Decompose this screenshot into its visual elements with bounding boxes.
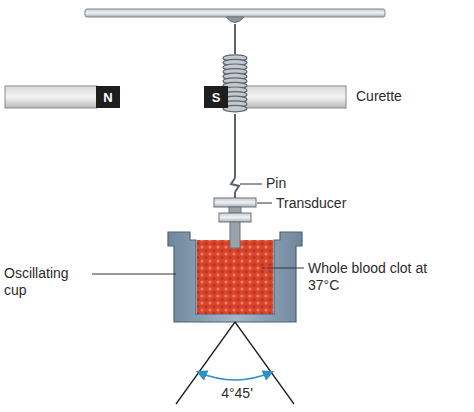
pin-symbol bbox=[231, 178, 239, 192]
support-bar bbox=[85, 9, 385, 17]
part-label: Pin bbox=[266, 175, 326, 192]
part-label: Whole blood clot at 37°C bbox=[308, 260, 438, 294]
leader-line bbox=[257, 203, 272, 204]
magnet-pole: N bbox=[96, 86, 120, 108]
angle-arc bbox=[198, 372, 272, 380]
shaft bbox=[234, 114, 236, 178]
pole-letter: N bbox=[103, 90, 112, 105]
leader-line bbox=[262, 268, 304, 269]
leader-line bbox=[240, 184, 262, 185]
transducer-block bbox=[219, 213, 251, 222]
pole-letter: S bbox=[212, 90, 221, 105]
piston bbox=[230, 222, 240, 248]
blood-clot bbox=[197, 240, 273, 314]
transducer-stem bbox=[229, 207, 241, 213]
part-label: Transducer bbox=[276, 195, 396, 212]
torsion-wire bbox=[234, 24, 236, 54]
transducer-block bbox=[214, 198, 256, 207]
angle-label: 4°45' bbox=[212, 385, 262, 402]
magnet-pole: S bbox=[204, 86, 228, 108]
part-label: Curette bbox=[356, 88, 466, 105]
leader-line bbox=[92, 274, 176, 275]
shaft bbox=[234, 192, 236, 198]
magnet-bar bbox=[5, 86, 97, 108]
part-label: Oscillating cup bbox=[4, 265, 90, 299]
support-mount bbox=[226, 17, 244, 23]
